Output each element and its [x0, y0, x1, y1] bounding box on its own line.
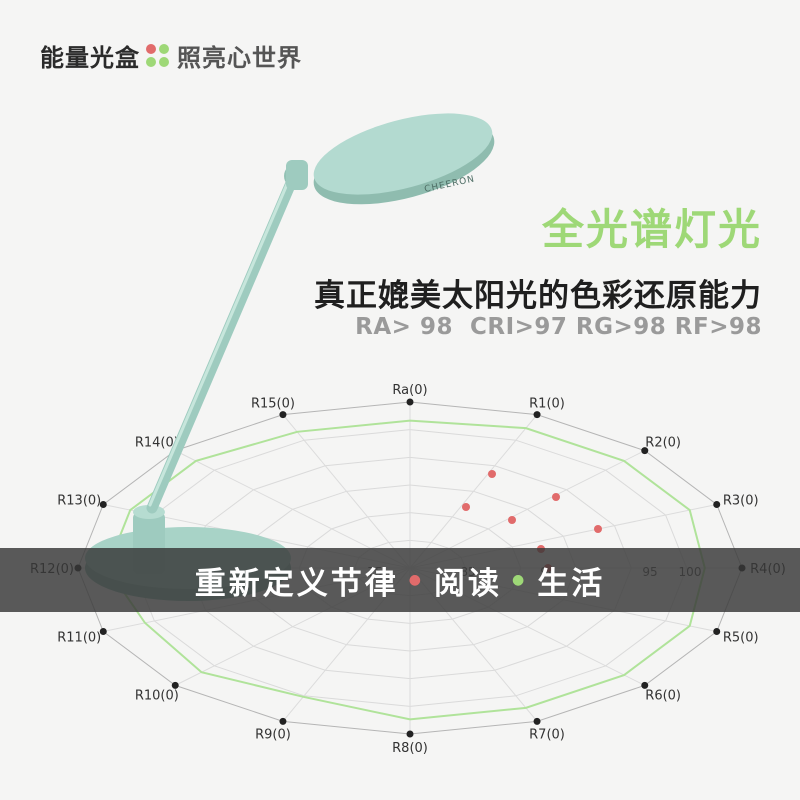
tagline-part-2: 阅读	[434, 565, 502, 602]
radar-axis-label: R10(0)	[135, 689, 179, 704]
radar-axis-dot	[713, 500, 721, 508]
radar-marker-dot	[508, 516, 516, 524]
radar-axis-label: Ra(0)	[392, 383, 427, 398]
brand-dot	[146, 44, 156, 54]
brand-dot	[159, 57, 169, 67]
radar-axis-label: R13(0)	[57, 493, 101, 508]
radar-axis-label: R1(0)	[529, 397, 565, 412]
lamp-arm	[146, 170, 300, 514]
brand-dot	[159, 44, 169, 54]
radar-axis-label: R8(0)	[392, 741, 428, 756]
color-metrics: RA> 98 CRI>97 RG>98 RF>98	[355, 314, 762, 340]
radar-axis-label: R7(0)	[529, 727, 565, 742]
radar-marker-dot	[462, 503, 470, 511]
radar-axis-label: R3(0)	[723, 493, 759, 508]
brand-header: 能量光盒 照亮心世界	[40, 38, 302, 73]
desk-lamp-image: CHEERON	[85, 113, 495, 601]
tagline-part-3: 生活	[537, 565, 606, 602]
lamp-arm-highlight	[148, 173, 293, 507]
radar-axis-dot	[533, 411, 541, 419]
radar-axis-dot	[279, 717, 287, 725]
radar-marker-dot	[594, 525, 602, 533]
dot-separator: ●	[512, 572, 528, 588]
radar-marker-dot	[488, 470, 496, 478]
brand-name: 能量光盒	[40, 44, 140, 72]
brand-dot	[146, 57, 156, 67]
radar-axis-dot	[279, 411, 287, 419]
radar-marker-dot	[552, 493, 560, 501]
radar-axis-label: R14(0)	[135, 435, 179, 450]
tagline-banner: 重新定义节律 ● 阅读 ● 生活	[0, 548, 800, 612]
radar-axis-label: R9(0)	[255, 727, 291, 742]
radar-spoke	[409, 414, 538, 569]
radar-axis-label: R6(0)	[645, 689, 681, 704]
radar-axis-dot	[533, 717, 541, 725]
radar-spoke	[282, 414, 411, 569]
lamp-hinge	[286, 160, 308, 190]
brand-dots-logo	[146, 44, 169, 67]
radar-axis-dot	[406, 398, 414, 406]
tagline-part-1: 重新定义节律	[194, 565, 399, 602]
radar-axis-label: R2(0)	[645, 435, 681, 450]
radar-axis-dot	[99, 500, 107, 508]
radar-axis-label: R15(0)	[251, 397, 295, 412]
headline: 全光谱灯光	[541, 205, 762, 254]
radar-axis-dot	[641, 447, 649, 455]
radar-axis-dot	[99, 628, 107, 636]
radar-axis-dot	[171, 681, 179, 689]
radar-axis-dot	[641, 681, 649, 689]
radar-axis-label: R5(0)	[723, 631, 759, 646]
brand-slogan: 照亮心世界	[177, 44, 302, 72]
dot-separator: ●	[408, 572, 424, 588]
radar-axis-dot	[406, 730, 414, 738]
radar-axis-dot	[713, 628, 721, 636]
lamp-head-top	[313, 113, 493, 195]
radar-axis-label: R11(0)	[57, 631, 101, 646]
subheadline: 真正媲美太阳光的色彩还原能力	[314, 278, 762, 314]
